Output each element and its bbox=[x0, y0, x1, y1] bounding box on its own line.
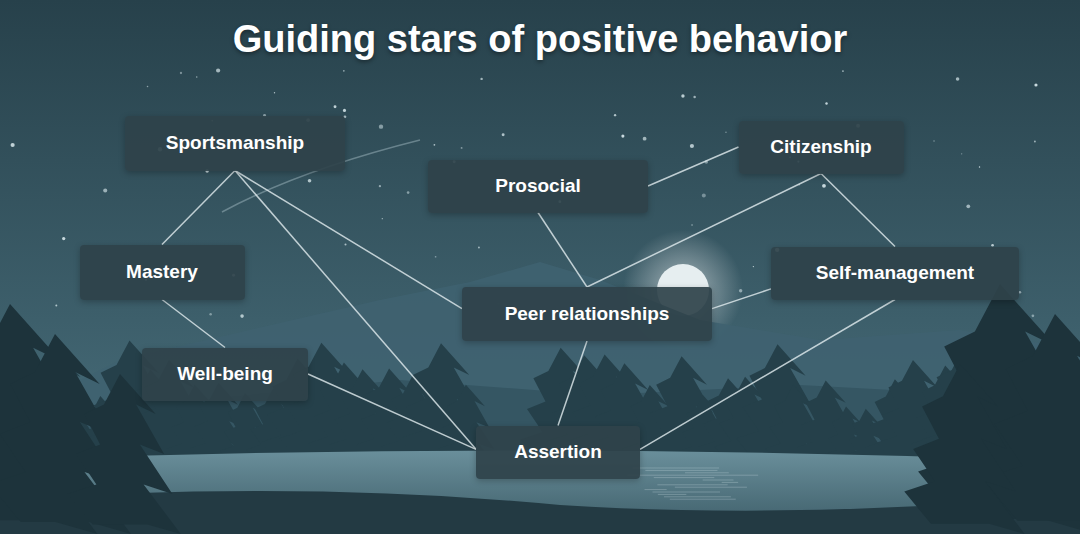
star bbox=[614, 114, 616, 116]
connector-line bbox=[712, 289, 771, 309]
reflection bbox=[654, 477, 715, 478]
box-label: Prosocial bbox=[495, 175, 581, 197]
star bbox=[343, 109, 346, 112]
front-trees bbox=[0, 284, 1080, 534]
star bbox=[274, 92, 275, 93]
connector-line bbox=[821, 174, 895, 247]
star bbox=[690, 144, 694, 148]
star bbox=[62, 237, 65, 240]
label-box: Prosocial bbox=[428, 160, 648, 213]
star bbox=[216, 68, 220, 72]
star bbox=[379, 124, 383, 128]
star bbox=[621, 134, 624, 137]
star bbox=[702, 193, 706, 197]
label-box: Self-management bbox=[771, 247, 1019, 300]
box-label: Assertion bbox=[514, 441, 602, 463]
star bbox=[753, 266, 754, 267]
reflection bbox=[722, 482, 738, 483]
star bbox=[407, 191, 410, 194]
star bbox=[433, 144, 435, 146]
star bbox=[681, 94, 684, 97]
box-label: Self-management bbox=[816, 262, 974, 284]
star bbox=[956, 77, 960, 81]
star bbox=[933, 140, 935, 142]
connector-line bbox=[308, 374, 476, 449]
star bbox=[55, 304, 57, 306]
label-box: Mastery bbox=[80, 245, 245, 300]
star bbox=[1034, 83, 1037, 86]
reflection bbox=[658, 494, 686, 495]
star bbox=[825, 102, 827, 104]
star bbox=[693, 96, 696, 99]
box-label: Well-being bbox=[177, 363, 273, 385]
star bbox=[478, 247, 480, 249]
star bbox=[334, 105, 337, 108]
star bbox=[725, 132, 726, 133]
star bbox=[196, 76, 197, 77]
star bbox=[379, 185, 381, 187]
star bbox=[480, 78, 482, 80]
star bbox=[11, 143, 15, 147]
mountains bbox=[0, 262, 1080, 534]
star bbox=[461, 147, 463, 149]
reflection bbox=[657, 484, 727, 485]
star bbox=[147, 86, 149, 88]
reflection bbox=[670, 499, 736, 500]
reflection bbox=[685, 472, 729, 473]
title: Guiding stars of positive behavior bbox=[0, 18, 1080, 61]
star bbox=[966, 204, 970, 208]
label-box: Well-being bbox=[142, 348, 308, 401]
star bbox=[344, 244, 346, 246]
label-box: Citizenship bbox=[739, 121, 904, 174]
reflection bbox=[645, 470, 717, 471]
box-label: Citizenship bbox=[770, 136, 871, 158]
connector-line bbox=[558, 341, 587, 426]
star bbox=[643, 137, 647, 141]
star bbox=[1032, 314, 1035, 317]
star bbox=[1019, 291, 1022, 294]
star bbox=[1034, 140, 1036, 142]
star bbox=[209, 313, 212, 316]
box-label: Peer relationships bbox=[505, 303, 670, 325]
star bbox=[308, 179, 312, 183]
star bbox=[502, 133, 505, 136]
label-box: Sportsmanship bbox=[125, 116, 345, 171]
connector-line bbox=[648, 147, 739, 186]
lake-reflections bbox=[627, 468, 758, 499]
label-box: Assertion bbox=[476, 426, 640, 479]
star bbox=[979, 166, 980, 167]
star bbox=[435, 256, 437, 258]
star bbox=[103, 188, 107, 192]
box-label: Sportsmanship bbox=[166, 132, 304, 154]
reflection bbox=[664, 496, 731, 497]
connector-line bbox=[162, 171, 235, 245]
reflection bbox=[633, 468, 719, 469]
reflection bbox=[675, 487, 747, 488]
reflection bbox=[703, 480, 734, 481]
reflection bbox=[652, 492, 720, 493]
star bbox=[180, 72, 182, 74]
reflection bbox=[627, 475, 758, 476]
star bbox=[822, 184, 826, 188]
pine-tree bbox=[895, 364, 1024, 534]
label-box: Peer relationships bbox=[462, 287, 712, 341]
star bbox=[240, 314, 244, 318]
box-label: Mastery bbox=[126, 261, 198, 283]
star bbox=[382, 218, 383, 219]
star bbox=[343, 70, 345, 72]
connector-line bbox=[162, 300, 225, 348]
connector-line bbox=[538, 213, 587, 288]
star bbox=[961, 153, 962, 154]
star bbox=[842, 70, 844, 72]
reflection bbox=[645, 489, 667, 490]
star bbox=[691, 224, 692, 225]
